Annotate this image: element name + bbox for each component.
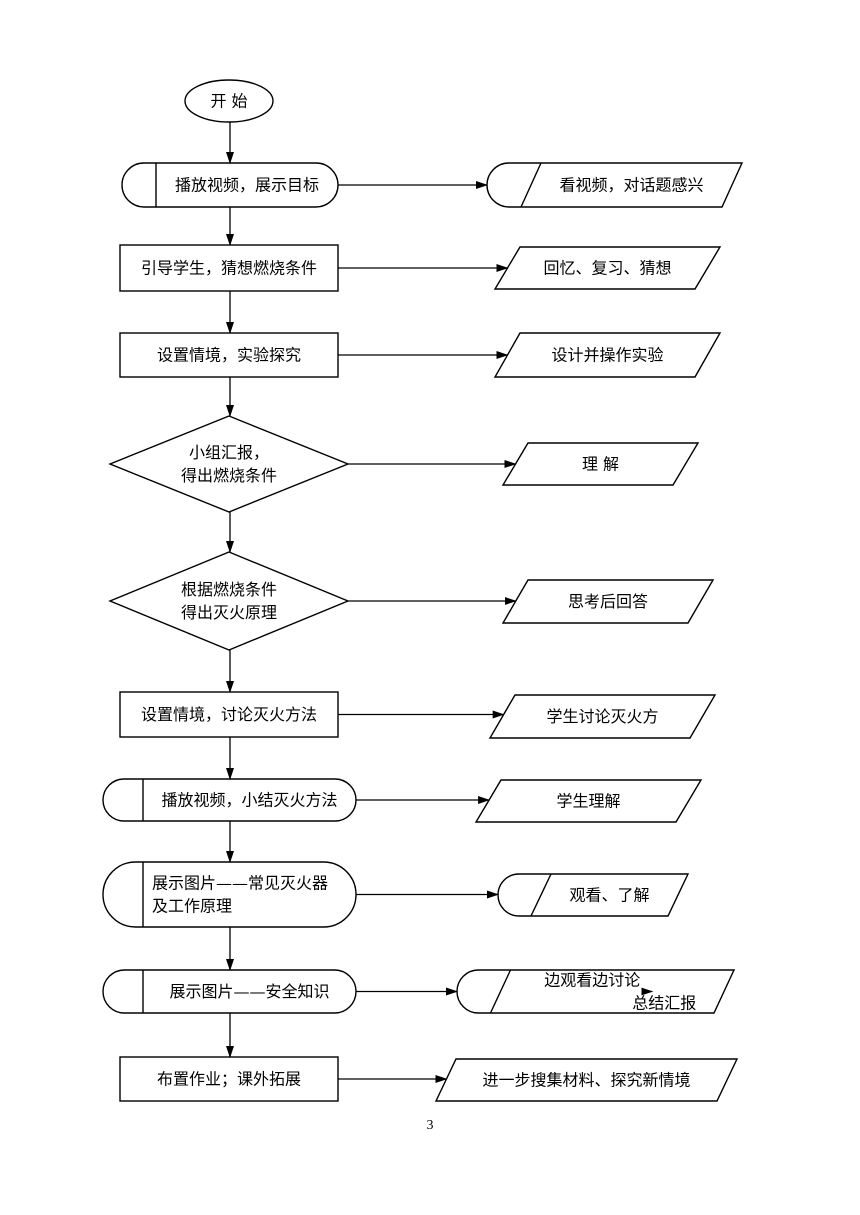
s7-label: 学生理解 (556, 792, 620, 811)
s10-label: 进一步搜集材料、探究新情境 (482, 1071, 690, 1090)
page-number: 3 (426, 1118, 434, 1133)
s3-data-shape (493, 332, 722, 378)
s8-label: 观看、了解 (569, 886, 649, 905)
t3-process-shape (119, 332, 339, 378)
t2-label: 引导学生，猜想燃烧条件 (141, 259, 317, 278)
t5-label: 根据燃烧条件 (181, 580, 277, 599)
s3-label: 设计并操作实验 (551, 346, 663, 365)
t4-decision-shape (108, 415, 350, 513)
s9-divider (489, 969, 512, 1014)
s1-display-shape (486, 162, 744, 208)
t3-label: 设置情境，实验探究 (157, 346, 301, 365)
t9-label: 展示图片——安全知识 (169, 982, 329, 1001)
s5-label: 思考后回答 (568, 592, 648, 611)
s4-data-shape (501, 442, 700, 486)
s2-label: 回忆、复习、猜想 (543, 259, 671, 278)
t5-decision-shape (108, 551, 350, 651)
s5-data-shape (501, 579, 715, 624)
start-terminator-shape (184, 79, 274, 123)
t8-label: 展示图片——常见灭火器 (152, 874, 328, 893)
s1-label: 看视频，对话题感兴 (559, 176, 703, 195)
s8-divider (530, 873, 552, 917)
t6-label: 设置情境，讨论灭火方法 (141, 705, 317, 724)
s2-data-shape (493, 246, 722, 290)
t10-label: 布置作业；课外拓展 (157, 1070, 301, 1089)
s6-data-shape (488, 694, 717, 739)
s9-label: 边观看边讨论 (544, 971, 640, 990)
t8-label: 及工作原理 (152, 897, 232, 916)
s7-data-shape (474, 779, 703, 823)
s9-display-shape (456, 969, 736, 1014)
start-label: 开 始 (210, 92, 247, 111)
t2-process-shape (119, 244, 339, 292)
t6-process-shape (119, 691, 339, 738)
t7-label: 播放视频，小结灭火方法 (161, 791, 337, 810)
t8-display-shape (102, 861, 357, 928)
t5-label: 得出灭火原理 (181, 603, 277, 622)
t4-label: 得出燃烧条件 (181, 466, 277, 485)
t1-label: 播放视频，展示目标 (175, 176, 319, 195)
s6-label: 学生讨论灭火方 (546, 707, 658, 726)
s9-label: 总结汇报 (632, 994, 696, 1013)
s10-data-shape (434, 1058, 739, 1102)
s1-divider (520, 162, 542, 208)
s4-label: 理 解 (582, 455, 619, 474)
t4-label: 小组汇报， (189, 443, 269, 462)
